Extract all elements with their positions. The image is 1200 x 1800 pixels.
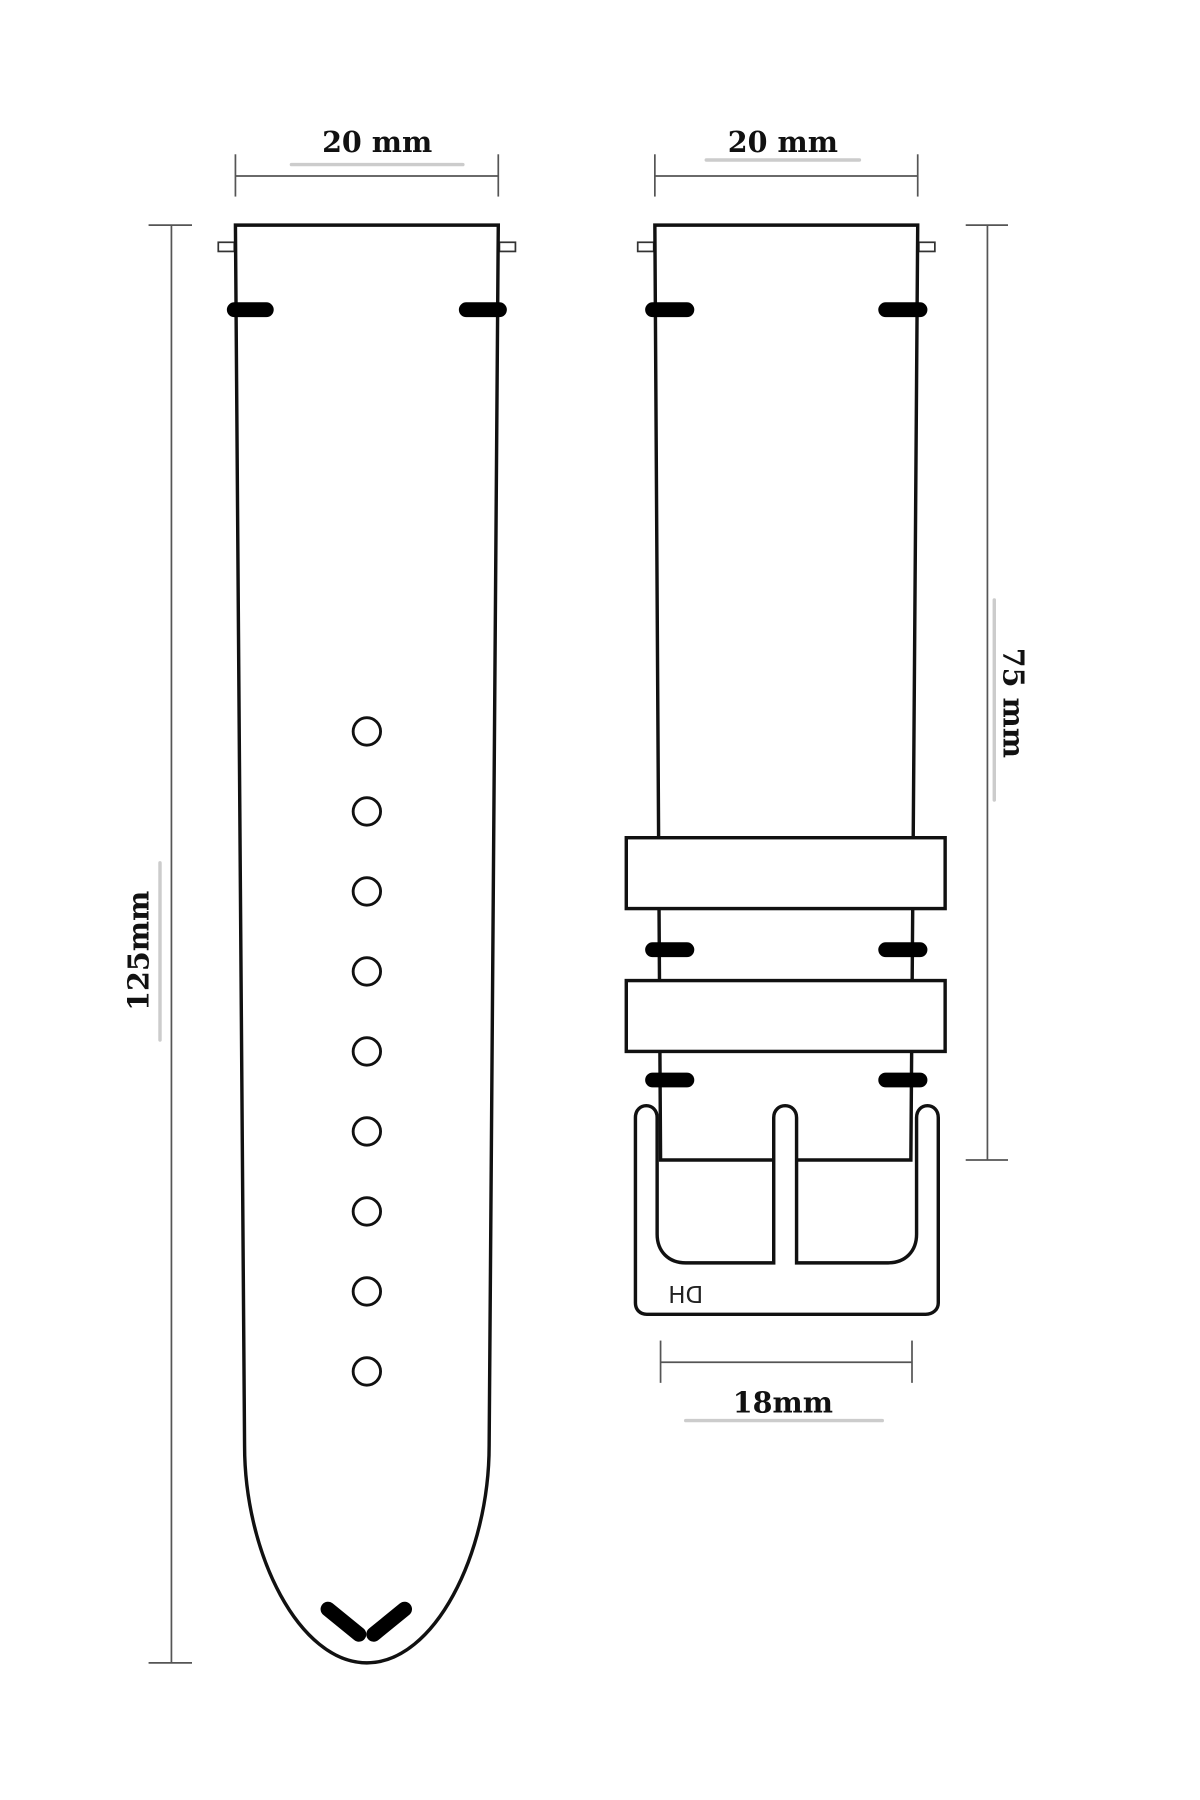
buckle-logo: DH [668,1283,703,1309]
short-strap-length-label: 75 mm [996,648,1030,758]
keeper-loop [624,836,947,911]
long-strap: 20 mm 125mm [122,125,517,1665]
strap-hole [351,716,382,747]
strap-hole [351,1116,382,1147]
strap-hole [351,1276,382,1307]
short-strap: 20 mm 75 mm DH 18mm [624,125,1030,1423]
strap-hole [351,876,382,907]
strap-holes [351,716,382,1387]
strap-hole [351,1356,382,1387]
strap-hole [351,1036,382,1067]
long-strap-length-label: 125mm [122,891,156,1011]
strap-hole [351,1196,382,1227]
strap-hole [351,796,382,827]
buckle: DH [633,1104,940,1316]
spring-bar-pin [217,241,236,253]
keeper-loop [624,978,947,1054]
buckle-width-label: 18mm [733,1386,833,1420]
strap-hole [351,956,382,987]
long-strap-outline [233,223,501,1665]
spring-bar-pin [917,241,936,253]
long-strap-width-label: 20 mm [322,125,432,159]
spring-bar-pin [636,241,655,253]
tip-stitch-mark [320,1601,367,1642]
buckle-frame [633,1104,940,1316]
tip-stitch-mark [366,1601,412,1642]
spring-bar-pin [498,241,517,253]
short-strap-width-label: 20 mm [728,125,838,159]
